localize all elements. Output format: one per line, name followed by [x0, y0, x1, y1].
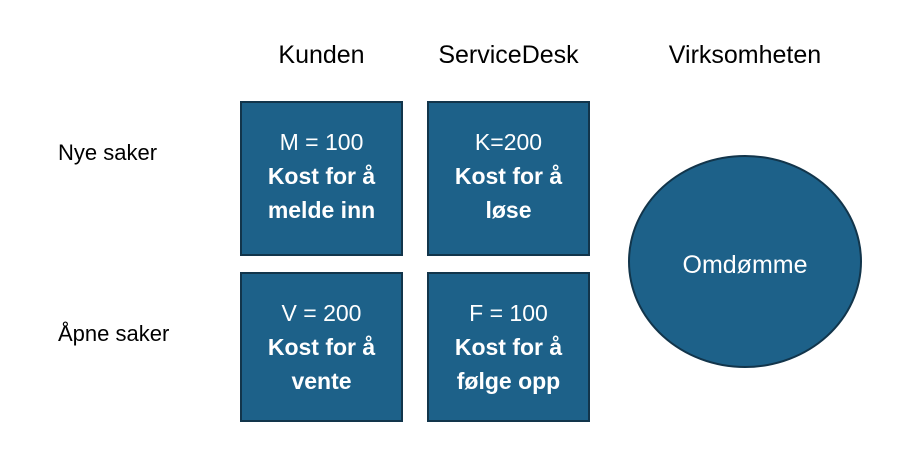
box-caption-line-2: følge opp [456, 368, 561, 394]
box-caption-line-1: Kost for å [267, 163, 376, 189]
matrix-box-kunden-nye-saker[interactable]: M = 100 Kost for å melde inn [240, 101, 403, 256]
box-caption-line-2: løse [485, 197, 532, 223]
matrix-box-servicedesk-apne-saker[interactable]: F = 100 Kost for å følge opp [427, 272, 590, 422]
matrix-box-kunden-apne-saker[interactable]: V = 200 Kost for å vente [240, 272, 403, 422]
box-metric: F = 100 [469, 300, 548, 326]
box-caption-line-1: Kost for å [267, 334, 376, 360]
box-caption: Kost for å følge opp [455, 330, 562, 398]
row-label-nye-saker: Nye saker [58, 140, 158, 165]
ellipse-omdomme[interactable]: Omdømme [628, 155, 862, 368]
box-caption: Kost for å melde inn [268, 159, 375, 227]
matrix-box-servicedesk-nye-saker[interactable]: K=200 Kost for å løse [427, 101, 590, 256]
box-metric: V = 200 [281, 300, 362, 326]
column-header-virksomheten: Virksomheten [668, 41, 822, 69]
box-caption-line-2: vente [291, 368, 352, 394]
column-header-servicedesk: ServiceDesk [438, 41, 579, 69]
row-label-apne-saker: Åpne saker [58, 321, 170, 346]
box-caption-line-1: Kost for å [454, 334, 563, 360]
box-caption: Kost for å vente [268, 330, 375, 398]
box-caption: Kost for å løse [455, 159, 562, 227]
column-header-kunden: Kunden [278, 41, 365, 69]
ellipse-label: Omdømme [682, 251, 808, 279]
box-metric: K=200 [474, 129, 543, 155]
box-caption-line-2: melde inn [267, 197, 376, 223]
box-caption-line-1: Kost for å [454, 163, 563, 189]
box-metric: M = 100 [279, 129, 364, 155]
